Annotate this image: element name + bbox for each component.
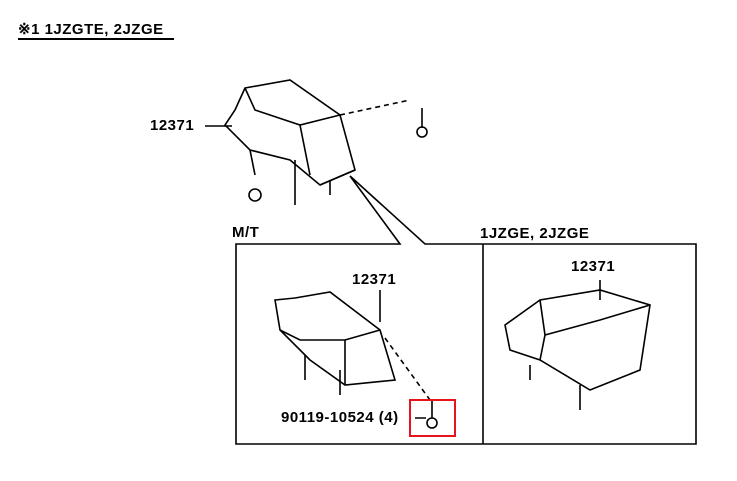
part-number-12371-jzge[interactable]: 12371 xyxy=(571,258,616,275)
panel-frames xyxy=(235,175,697,445)
part-number-12371-main[interactable]: 12371 xyxy=(150,117,195,134)
diagram-title: ※1 1JZGTE, 2JZGE xyxy=(18,20,174,40)
jzge-engine-mount xyxy=(504,280,651,410)
bolt-highlight-box[interactable] xyxy=(409,399,456,437)
bolt-part-number[interactable]: 90119-10524 (4) xyxy=(281,409,399,426)
engine-panel-label: 1JZGE, 2JZGE xyxy=(480,225,590,242)
part-number-12371-mt[interactable]: 12371 xyxy=(352,271,397,288)
mt-panel-label: M/T xyxy=(232,224,260,241)
mt-engine-mount xyxy=(274,290,438,429)
engine-mount-main xyxy=(205,79,428,205)
